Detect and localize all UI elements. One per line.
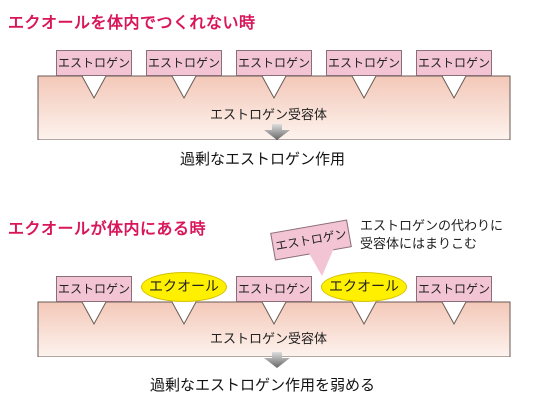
heading-with-equol: エクオールが体内にある時 xyxy=(8,219,207,238)
callout-note: エストロゲンの代わりに 受容体にはまりこむ xyxy=(360,219,504,252)
estrogen-molecule: エストロゲン xyxy=(56,50,132,76)
down-arrow-icon xyxy=(264,352,290,368)
heading-no-equol: エクオールを体内でつくれない時 xyxy=(8,13,256,32)
equol-molecule: エクオール xyxy=(321,272,407,302)
receptor-label: エストロゲン受容体 xyxy=(210,108,328,123)
receptor-label: エストロゲン受容体 xyxy=(210,332,328,347)
diagram-no-equol: エストロゲン エストロゲン エストロゲン エストロゲン エストロゲン エストロゲ… xyxy=(0,40,549,140)
receptor-membrane xyxy=(37,75,511,140)
estrogen-molecule: エストロゲン xyxy=(146,50,222,76)
result-with-equol: 過剰なエストロゲン作用を弱める xyxy=(150,376,376,394)
estrogen-molecule: エストロゲン xyxy=(236,276,312,302)
diagram-with-equol: エストロゲン エクオール エストロゲン エクオール エストロゲン エストロゲン受… xyxy=(0,262,549,357)
result-no-equol: 過剰なエストロゲン作用 xyxy=(180,150,346,168)
equol-molecule: エクオール xyxy=(141,272,227,302)
estrogen-molecule: エストロゲン xyxy=(416,276,492,302)
down-arrow-icon xyxy=(264,124,290,140)
callout-pointer xyxy=(306,248,334,276)
receptor-membrane xyxy=(37,301,511,357)
estrogen-molecule: エストロゲン xyxy=(326,50,402,76)
estrogen-molecule: エストロゲン xyxy=(236,50,312,76)
estrogen-molecule: エストロゲン xyxy=(416,50,492,76)
estrogen-molecule: エストロゲン xyxy=(56,276,132,302)
